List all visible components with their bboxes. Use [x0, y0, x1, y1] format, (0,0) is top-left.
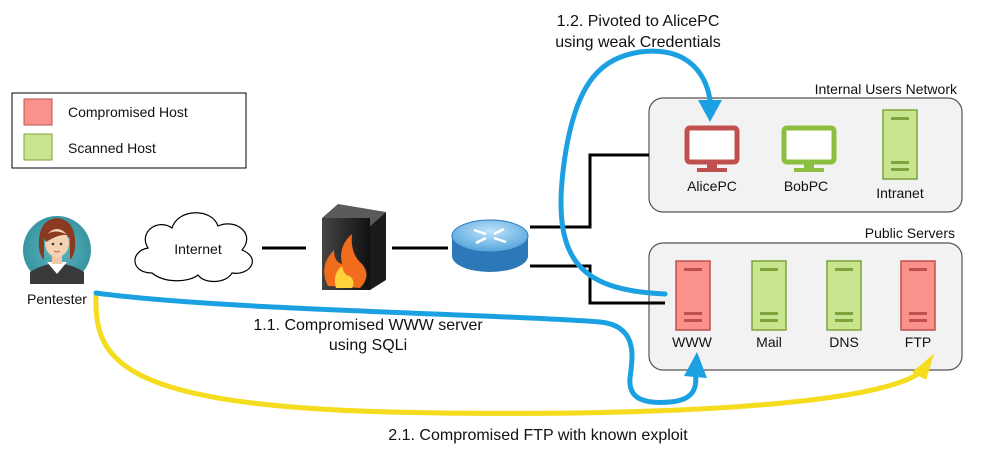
bobpc-monitor-icon	[781, 125, 837, 172]
router-icon	[451, 219, 529, 272]
internet-label: Internet	[174, 241, 222, 257]
www-label: WWW	[672, 334, 712, 350]
attack-path-pivot	[558, 48, 722, 297]
ftp-annotation: 2.1. Compromised FTP with known exploit	[388, 427, 688, 444]
mail-server-icon	[751, 260, 787, 331]
intranet-label: Intranet	[876, 185, 924, 201]
attack-path-www	[93, 290, 707, 405]
legend-compromised-label: Compromised Host	[68, 104, 188, 120]
ftp-server-icon	[900, 260, 936, 331]
internet-cloud-icon	[134, 212, 253, 283]
internal-network-title: Internal Users Network	[815, 81, 958, 97]
www-server-icon	[675, 260, 711, 331]
network-links	[262, 153, 665, 305]
intranet-server-icon	[882, 109, 918, 180]
legend-compromised-swatch	[23, 98, 53, 126]
pentester-avatar	[23, 216, 91, 284]
mail-label: Mail	[756, 334, 782, 350]
alicepc-monitor-icon	[684, 125, 740, 172]
legend-scanned-swatch	[23, 133, 53, 161]
pentester-label: Pentester	[27, 291, 87, 307]
bobpc-label: BobPC	[784, 178, 828, 194]
attack-path-ftp	[93, 293, 934, 416]
dns-label: DNS	[829, 334, 859, 350]
public-servers-title: Public Servers	[865, 225, 955, 241]
legend-scanned-label: Scanned Host	[68, 140, 156, 156]
www-annotation-line1: 1.1. Compromised WWW server	[253, 317, 483, 334]
dns-server-icon	[826, 260, 862, 331]
pivot-annotation-line1: 1.2. Pivoted to AlicePC	[557, 13, 720, 30]
ftp-label: FTP	[905, 334, 931, 350]
firewall-icon	[322, 204, 386, 290]
alicepc-label: AlicePC	[687, 178, 737, 194]
www-annotation-line2: using SQLi	[329, 337, 407, 354]
legend: Compromised Host Scanned Host	[11, 92, 247, 169]
public-servers-group: Public Servers	[648, 225, 963, 371]
pivot-annotation-line2: using weak Credentials	[555, 34, 720, 51]
